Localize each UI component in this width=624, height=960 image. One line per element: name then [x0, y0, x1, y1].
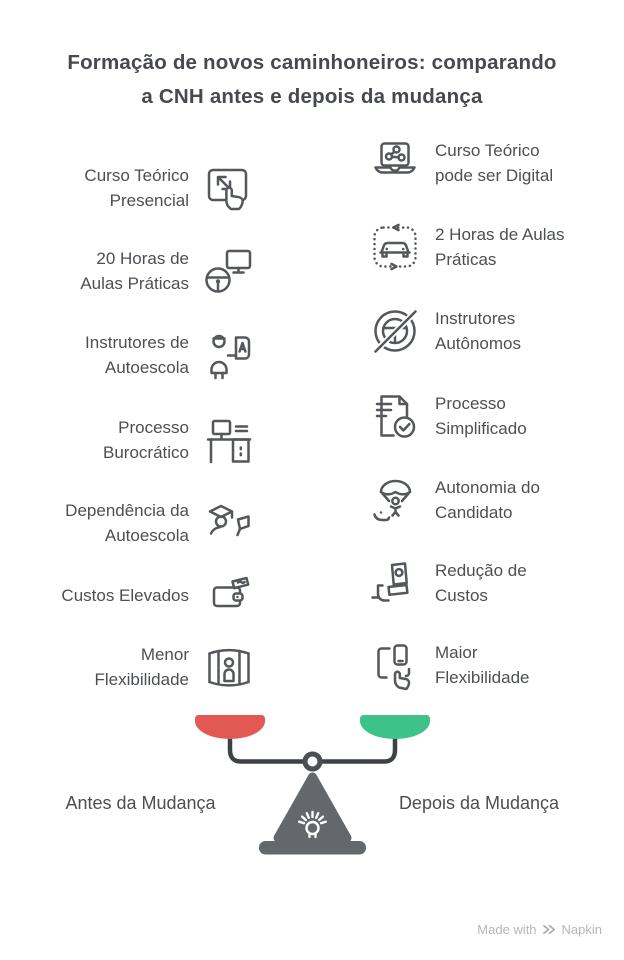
- item-custos-elevados: Custos Elevados: [28, 567, 256, 623]
- item-processo-simplificado: Processo Simplificado: [368, 388, 606, 444]
- item-label: Instrutores Autônomos: [435, 309, 521, 353]
- desk-computer-icon: [206, 419, 252, 464]
- car-dotted-route-icon: [373, 223, 417, 271]
- item-label: Processo Simplificado: [435, 394, 527, 438]
- instructor-board-icon: [210, 334, 251, 380]
- item-label: Dependência da Autoescola: [65, 501, 189, 545]
- item-maior-flexibilidade: Maior Flexibilidade: [368, 637, 606, 693]
- lightbulb-icon: [298, 810, 327, 839]
- document-check-icon: [375, 395, 416, 438]
- made-with-napkin-watermark: Made with Napkin: [477, 922, 602, 937]
- item-label: Maior Flexibilidade: [435, 643, 530, 687]
- item-label: 20 Horas de Aulas Práticas: [80, 249, 189, 293]
- item-label: Curso Teórico pode ser Digital: [435, 141, 554, 185]
- item-instrutores-de-autoescola: Instrutores de Autoescola: [28, 327, 256, 383]
- item-20-horas-aulas-praticas: 20 Horas de Aulas Práticas: [28, 243, 256, 299]
- page-title: Formação de novos caminhoneiros: compara…: [67, 51, 557, 108]
- item-menor-flexibilidade: Menor Flexibilidade: [28, 639, 256, 695]
- item-label: Autonomia do Candidato: [435, 478, 540, 522]
- touchscreen-expand-icon: [207, 168, 248, 211]
- scale-pivot: [302, 751, 323, 772]
- item-dependencia-da-autoescola: Dependência da Autoescola: [28, 495, 256, 551]
- red-pan: [195, 715, 265, 739]
- item-label: Redução de Custos: [435, 561, 527, 605]
- graduate-flag-icon: [208, 504, 250, 537]
- item-label: Processo Burocrático: [103, 418, 189, 462]
- label-depois-da-mudanca: Depois da Mudança: [398, 793, 560, 813]
- wallet-money-icon: [212, 576, 250, 608]
- money-hand-icon: [371, 562, 409, 602]
- napkin-logo-icon: [542, 924, 555, 935]
- parachute-person-icon: [373, 479, 412, 522]
- brand-text: Napkin: [561, 922, 602, 937]
- label-antes-da-mudanca: Antes da Mudança: [65, 793, 216, 813]
- devices-hand-icon: [377, 644, 411, 691]
- made-with-text: Made with: [477, 922, 537, 937]
- laptop-network-icon: [374, 142, 416, 174]
- steering-wheel-crossed-icon: [374, 310, 417, 353]
- item-autonomia-do-candidato: Autonomia do Candidato: [368, 472, 606, 528]
- item-curso-teorico-presencial: Curso Teórico Presencial: [28, 160, 256, 216]
- green-pan: [360, 715, 430, 739]
- item-label: Custos Elevados: [61, 585, 189, 605]
- balance-scale: [195, 715, 430, 855]
- item-curso-teorico-digital: Curso Teórico pode ser Digital: [368, 135, 606, 191]
- person-cage-icon: [208, 648, 250, 687]
- item-label: 2 Horas de Aulas Práticas: [435, 225, 565, 269]
- scale-base: [259, 841, 366, 855]
- item-2-horas-aulas-praticas: 2 Horas de Aulas Práticas: [368, 219, 606, 275]
- item-label: Curso Teórico Presencial: [84, 166, 189, 210]
- scale-pedestal: [273, 772, 352, 843]
- item-label: Instrutores de Autoescola: [85, 333, 189, 377]
- item-label: Menor Flexibilidade: [94, 645, 190, 689]
- item-processo-burocratico: Processo Burocrático: [28, 412, 256, 468]
- item-reducao-de-custos: Redução de Custos: [368, 555, 606, 611]
- item-instrutores-autonomos: Instrutores Autônomos: [368, 303, 606, 359]
- steering-wheel-monitor-icon: [205, 249, 252, 293]
